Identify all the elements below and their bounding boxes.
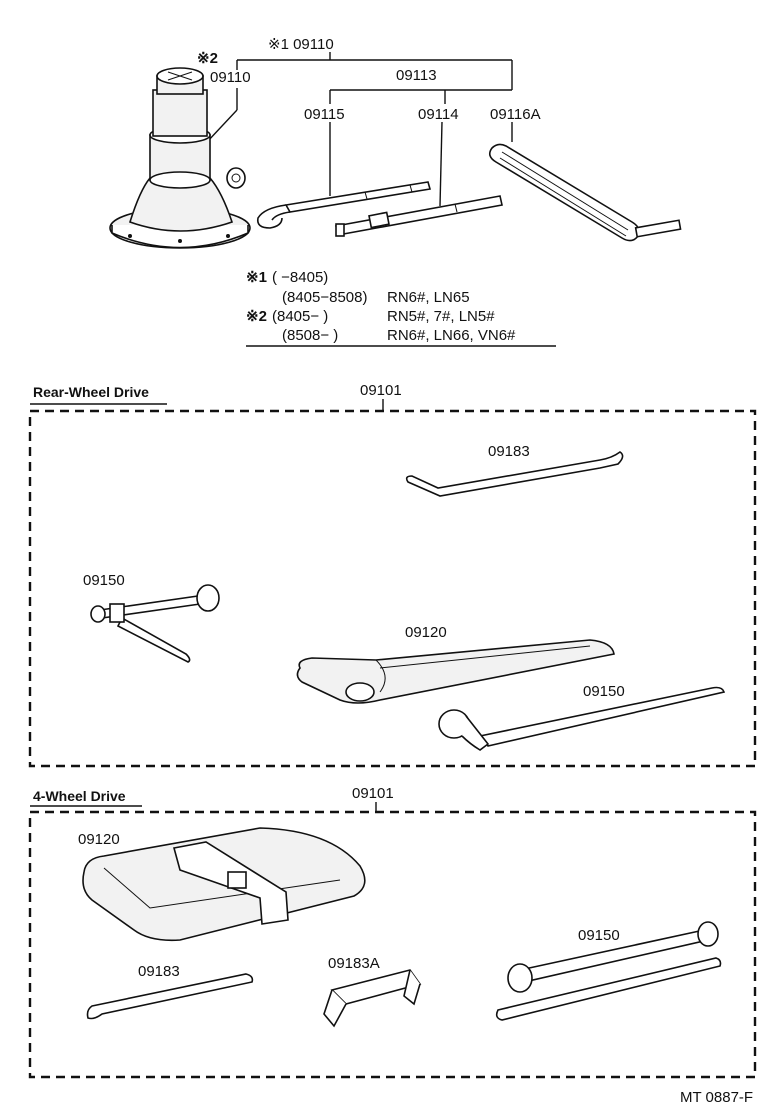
note-4-range: (8508− )	[282, 327, 338, 344]
rear-tool-bag-09120-illustration	[296, 639, 615, 704]
rear-wrench-09150a-illustration	[90, 584, 220, 663]
label-09110-sub: 09110	[210, 69, 251, 86]
rear-label-09120: 09120	[405, 624, 447, 641]
applicability-notes: ※1 ( −8405) (8405−8508) RN6#, LN65 ※2 (8…	[246, 269, 556, 347]
rear-label-09150a: 09150	[83, 572, 125, 589]
label-09113: 09113	[396, 67, 437, 84]
handle-09114-illustration	[335, 195, 503, 237]
jack-illustration	[109, 67, 251, 249]
4wd-label-09183A: 09183A	[328, 955, 380, 972]
note-3-models: RN5#, 7#, LN5#	[387, 308, 495, 325]
rear-wrench-09150b-illustration	[438, 686, 726, 751]
label-09114: 09114	[418, 106, 459, 123]
wrench-09116a-illustration	[488, 143, 682, 242]
note-4-models: RN6#, LN66, VN6#	[387, 327, 516, 344]
rear-kit-boundary	[28, 409, 757, 768]
rear-label-09183: 09183	[488, 443, 530, 460]
label-09110-sub-mark: ※2	[197, 50, 218, 67]
note-3-mark: ※2	[246, 308, 267, 325]
rear-label-09150b: 09150	[583, 683, 625, 700]
4wd-tool-bag-09120-illustration	[82, 827, 366, 942]
note-1-mark: ※1	[246, 269, 267, 286]
note-1-range: ( −8405)	[272, 269, 328, 286]
top-callout-lines	[206, 52, 513, 207]
4wd-bracket-09183a-illustration	[323, 969, 422, 1028]
rear-lug-handle-09183-illustration	[405, 451, 624, 497]
4wd-wrench-09150-illustration	[495, 921, 722, 1021]
handle-09115-illustration	[256, 181, 432, 229]
note-3-range: (8405− )	[272, 308, 328, 325]
4wd-assembly-label: 09101	[352, 785, 394, 802]
4wd-kit-boundary	[28, 810, 757, 1079]
label-09116A: 09116A	[490, 106, 541, 123]
note-2-models: RN6#, LN65	[387, 289, 470, 306]
4wd-label-09150: 09150	[578, 927, 620, 944]
section-title-rear: Rear-Wheel Drive	[33, 384, 149, 400]
4wd-label-09120: 09120	[78, 831, 120, 848]
section-title-4wd: 4-Wheel Drive	[33, 788, 126, 804]
rear-assembly-label: 09101	[360, 382, 402, 399]
4wd-label-09183: 09183	[138, 963, 180, 980]
label-09115: 09115	[304, 106, 345, 123]
label-09110-main: ※1 09110	[268, 36, 334, 53]
note-2-range: (8405−8508)	[282, 289, 368, 306]
4wd-lug-handle-09183-illustration	[86, 973, 254, 1020]
drawing-code: MT 0887-F	[680, 1089, 753, 1106]
